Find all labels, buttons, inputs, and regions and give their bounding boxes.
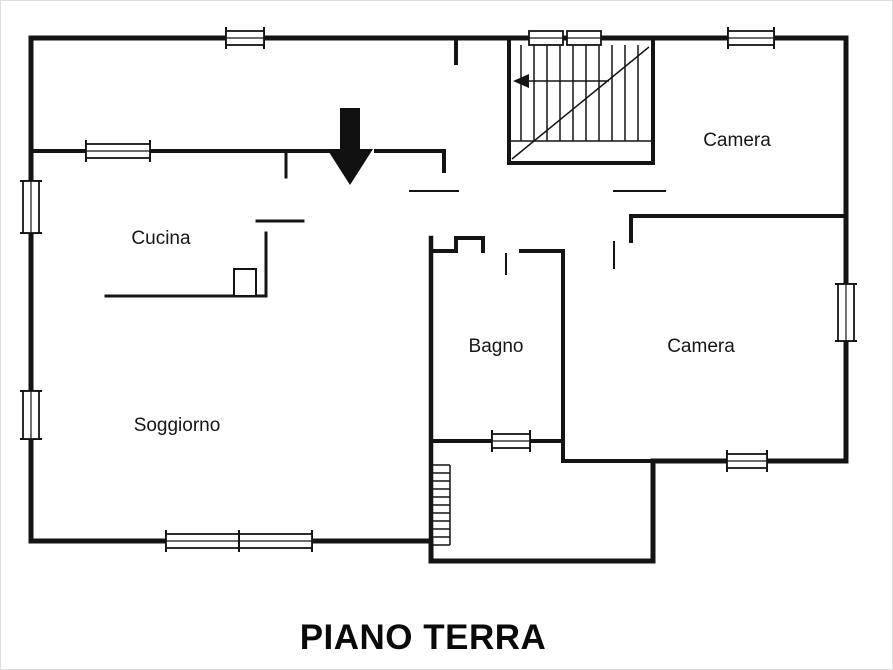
room-label-bagno: Bagno [469, 336, 524, 357]
room-label-cucina: Cucina [131, 228, 191, 249]
door-openings [409, 190, 666, 275]
window [85, 140, 151, 162]
floor-title: PIANO TERRA [300, 618, 547, 657]
outer-wall-outline [28, 35, 849, 564]
window [727, 27, 775, 49]
window [726, 450, 768, 472]
window [165, 530, 313, 552]
entrance-arrow-icon [327, 108, 373, 185]
window [20, 180, 42, 234]
window [835, 283, 857, 342]
window [491, 430, 531, 452]
stair-steps [509, 45, 653, 142]
room-label-camera-right: Camera [667, 336, 735, 357]
window [20, 390, 42, 440]
window [566, 30, 602, 46]
window [225, 27, 265, 49]
stair-break-line [511, 46, 650, 160]
exterior-steps [432, 464, 451, 546]
window [528, 30, 564, 46]
room-label-soggiorno: Soggiorno [134, 415, 221, 436]
windows [20, 27, 857, 552]
interior-walls [29, 36, 848, 564]
cucina-pillar [233, 268, 257, 297]
room-labels: Cucina Camera Bagno Camera Soggiorno [131, 130, 771, 436]
stair-direction-arrow-icon [513, 74, 609, 88]
staircase [507, 36, 655, 165]
outer-walls [28, 35, 849, 564]
room-label-camera-top: Camera [703, 130, 771, 151]
